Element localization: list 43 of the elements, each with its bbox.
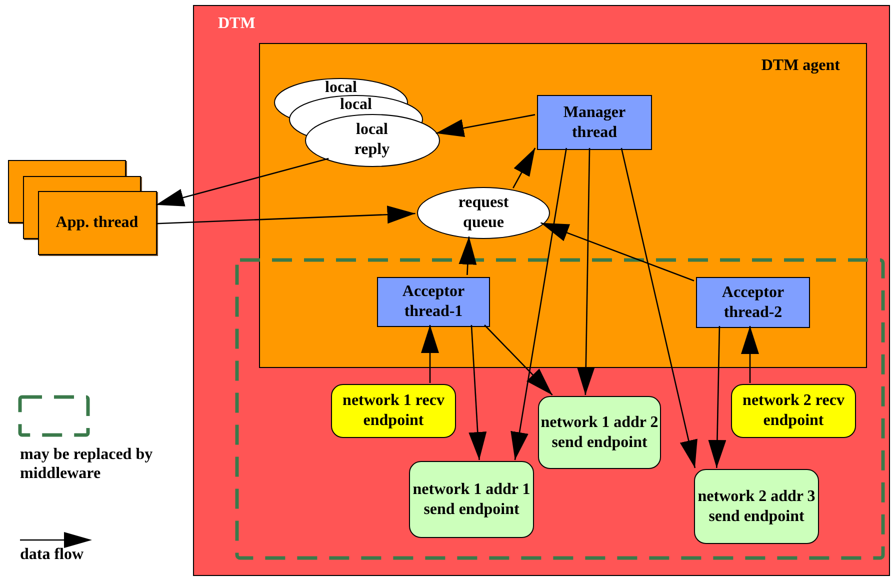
node-label: network 2 recv endpoint	[742, 391, 846, 431]
stacked-thread-boxes	[8, 160, 158, 256]
agent-container	[259, 43, 867, 368]
endpoint-box	[538, 396, 661, 469]
arrow	[156, 158, 329, 206]
legend-label: data flow	[20, 545, 85, 564]
node-label: local	[324, 80, 358, 96]
endpoint-box	[331, 384, 456, 438]
arrow	[512, 148, 536, 188]
node-label: network 1 addr 1 send endpoint	[412, 480, 530, 520]
node-label: request queue	[457, 193, 510, 233]
node-label: App. thread	[54, 212, 140, 232]
arrow	[436, 114, 536, 137]
node-label: Manager thread	[562, 102, 627, 142]
arrow	[576, 148, 595, 396]
node-label: network 2 addr 3 send endpoint	[698, 486, 816, 526]
arrow	[484, 324, 553, 396]
arrow	[741, 326, 759, 383]
thread-box	[696, 277, 810, 328]
node-label: local reply	[353, 120, 391, 160]
endpoint-box	[731, 384, 856, 438]
arrow	[540, 222, 694, 282]
arrow	[620, 148, 698, 468]
arrow	[708, 326, 726, 468]
thread-box	[377, 277, 490, 327]
thread-box	[537, 95, 652, 150]
endpoint-box	[694, 469, 819, 544]
node-label: Acceptor thread-1	[401, 282, 466, 322]
legend-label: may be replaced by middleware	[20, 445, 154, 483]
endpoint-box	[409, 461, 534, 538]
node-label: network 1 addr 2 send endpoint	[540, 412, 658, 452]
arrow	[156, 206, 416, 224]
arrow	[468, 324, 487, 460]
node-label: local	[339, 97, 373, 113]
stacked-message-ellipses	[274, 78, 441, 168]
arrow	[458, 236, 477, 276]
node-label: Acceptor thread-2	[720, 282, 786, 322]
arrow	[421, 325, 439, 383]
system-container	[193, 5, 890, 576]
node-label: DTM agent	[761, 56, 840, 76]
node-label: network 1 recv endpoint	[342, 391, 446, 431]
node-label: DTM	[218, 14, 256, 34]
arrow	[510, 148, 568, 460]
